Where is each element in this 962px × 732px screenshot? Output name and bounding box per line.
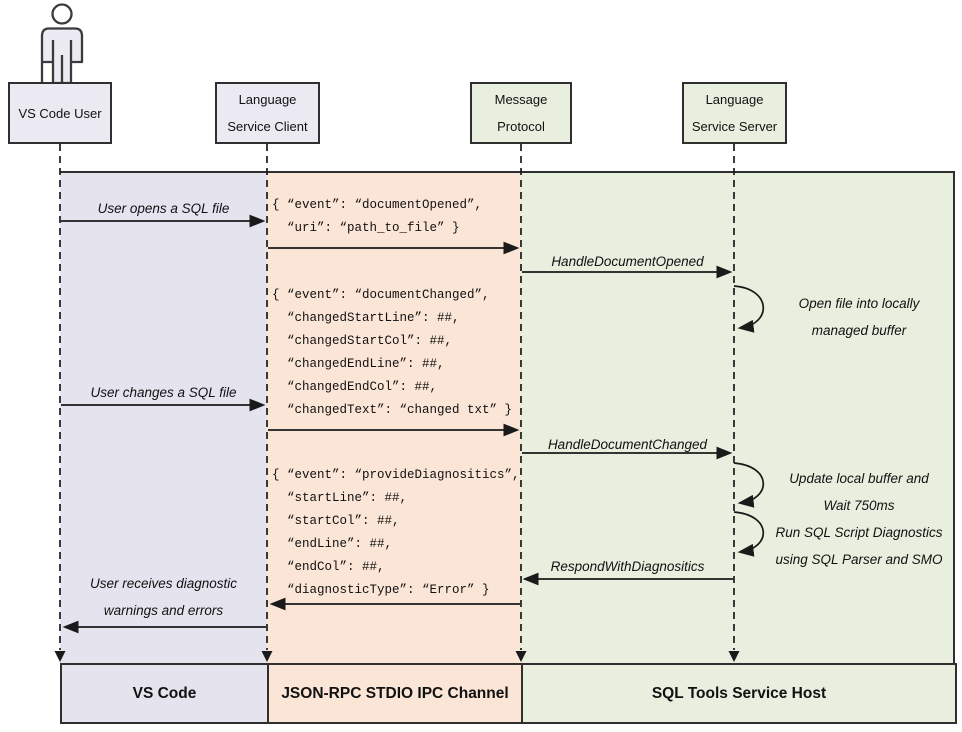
lane-box-service-host: SQL Tools Service Host: [521, 663, 957, 724]
lane-host-background: [521, 173, 953, 665]
payload-document-changed: { “event”: “documentChanged”, “changedSt…: [272, 288, 513, 417]
label-user-changes-file: User changes a SQL file: [90, 385, 237, 400]
note-open-buffer: Open file into locally managed buffer: [798, 296, 920, 338]
actor-box-language-client: Language Service Client: [215, 82, 320, 144]
lane-label: JSON-RPC STDIO IPC Channel: [281, 684, 509, 702]
note-run-diagnostics: Run SQL Script Diagnostics using SQL Par…: [775, 525, 943, 567]
actor-label: Language Service Server: [691, 92, 778, 134]
actor-label: VS Code User: [18, 105, 102, 121]
label-handle-document-changed: HandleDocumentChanged: [547, 437, 708, 452]
actor-label: Language Service Client: [227, 92, 308, 134]
label-user-opens-file: User opens a SQL file: [97, 201, 230, 216]
actor-box-language-server: Language Service Server: [682, 82, 787, 144]
note-update-buffer: Update local buffer and Wait 750ms: [789, 471, 929, 513]
lane-label: VS Code: [132, 684, 197, 702]
label-respond-with-diagnostics: RespondWithDiagnositics: [550, 559, 705, 574]
actor-box-message-protocol: Message Protocol: [470, 82, 572, 144]
lane-label: SQL Tools Service Host: [651, 684, 827, 702]
lane-title-row: VS Code JSON-RPC STDIO IPC Channel SQL T…: [60, 663, 957, 724]
payload-provide-diagnostics: { “event”: “provideDiagnositics”, “start…: [272, 468, 520, 597]
lane-vscode-background: [60, 173, 267, 665]
label-user-receives-diagnostics: User receives diagnostic warnings and er…: [89, 576, 238, 618]
actor-box-vscode-user: VS Code User: [8, 82, 112, 144]
person-icon: [40, 3, 84, 85]
lane-box-vscode: VS Code: [60, 663, 269, 724]
payload-document-opened: { “event”: “documentOpened”, “uri”: “pat…: [272, 198, 483, 235]
lane-ipc-background: [267, 173, 521, 665]
label-handle-document-opened: HandleDocumentOpened: [551, 254, 704, 269]
actor-label: Message Protocol: [494, 92, 548, 134]
lane-box-ipc-channel: JSON-RPC STDIO IPC Channel: [267, 663, 523, 724]
lane-band: [60, 171, 955, 665]
